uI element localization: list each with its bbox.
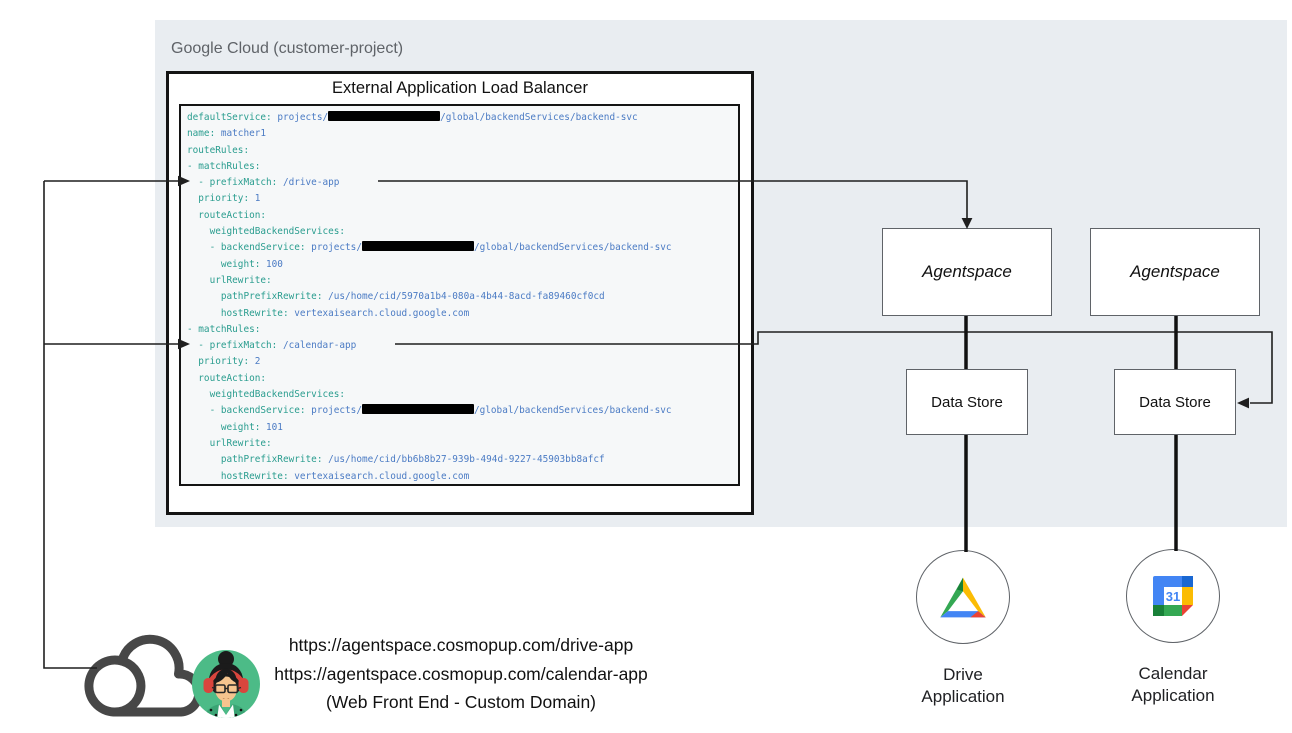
google-calendar-icon: 31 <box>1153 576 1193 616</box>
drive-app-circle <box>916 550 1010 644</box>
redacted-project-id <box>328 111 441 121</box>
agentspace-node-calendar: Agentspace <box>1090 228 1260 316</box>
drive-app-label: Drive Application <box>921 665 1005 706</box>
agentspace-node-label: Agentspace <box>922 262 1012 281</box>
google-drive-icon <box>940 577 986 617</box>
calendar-app-label: Calendar Application <box>1131 664 1215 705</box>
frontend-caption: (Web Front End - Custom Domain) <box>325 692 597 713</box>
frontend-trunk-line <box>43 181 97 669</box>
calendar-app-circle: 31 <box>1126 549 1220 643</box>
external-alb-title: External Application Load Balancer <box>332 79 588 97</box>
user-avatar <box>192 650 260 718</box>
panel-title: Google Cloud (customer-project) <box>171 40 404 57</box>
agentspace-node-drive: Agentspace <box>882 228 1052 316</box>
datastore-node-label: Data Store <box>1139 393 1211 411</box>
calendar-day-number: 31 <box>1166 589 1180 604</box>
drive-url: https://agentspace.cosmopup.com/drive-ap… <box>288 635 634 655</box>
agentspace-node-label: Agentspace <box>1130 262 1220 281</box>
datastore-node-label: Data Store <box>931 393 1003 411</box>
lb-url-map-code: defaultService: projects//global/backend… <box>179 104 740 486</box>
datastore-node-drive: Data Store <box>906 369 1028 435</box>
redacted-project-id <box>361 241 474 252</box>
calendar-url: https://agentspace.cosmopup.com/calendar… <box>274 663 648 684</box>
redacted-project-id <box>361 404 474 415</box>
frontend-urls: https://agentspace.cosmopup.com/drive-ap… <box>236 631 686 717</box>
datastore-node-calendar: Data Store <box>1114 369 1236 435</box>
